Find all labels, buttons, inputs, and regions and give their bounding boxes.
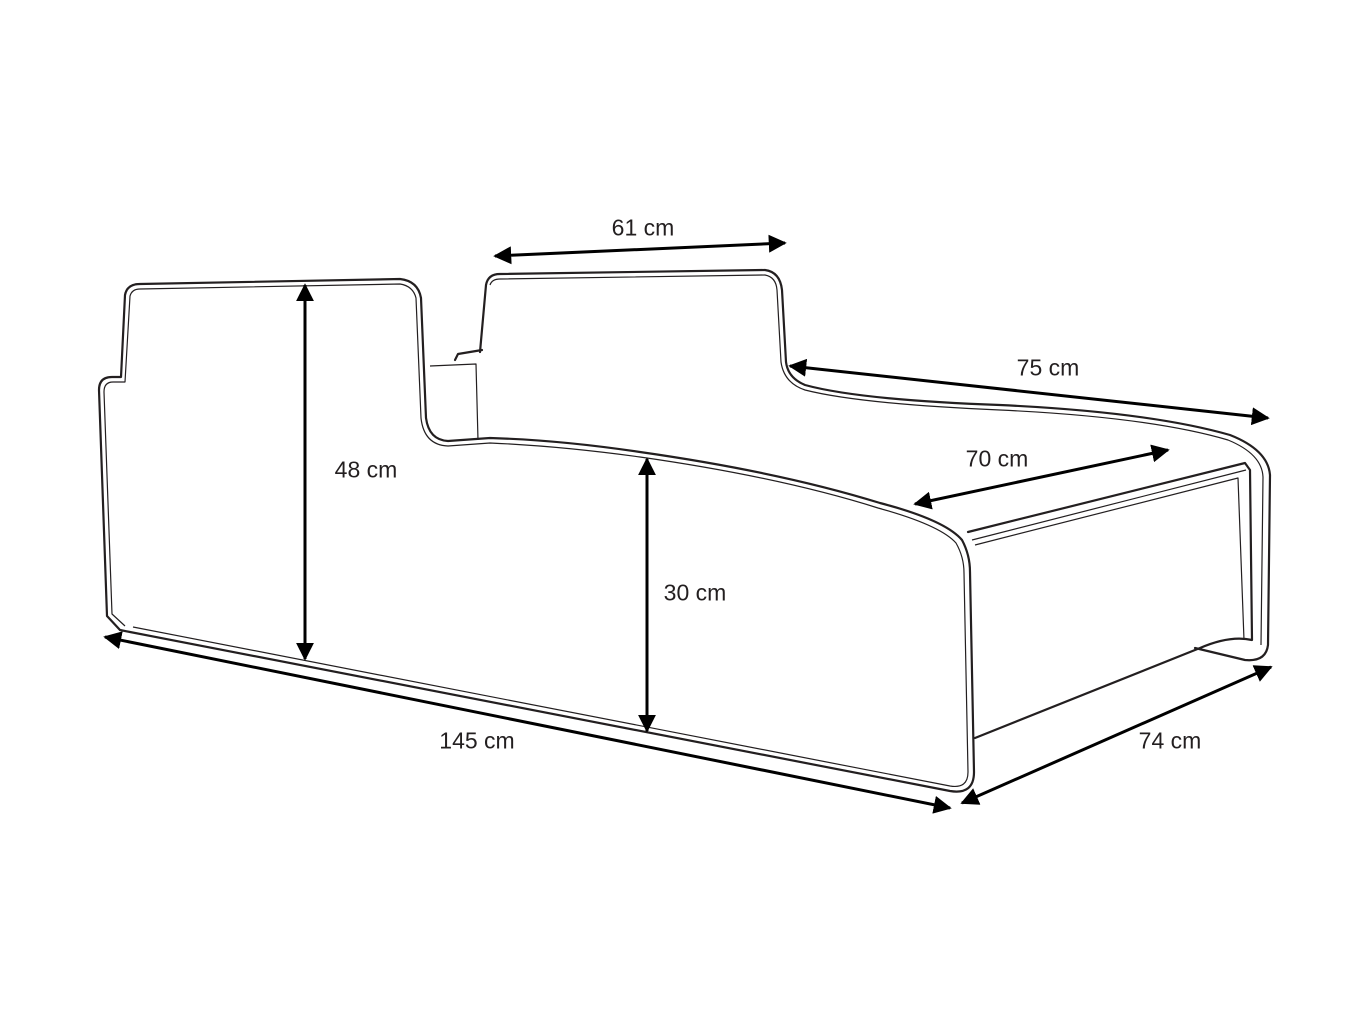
- dimension-label-48: 48 cm: [334, 456, 398, 483]
- bed-frame-front: [97, 277, 976, 793]
- arrow-70cm: [913, 444, 1170, 510]
- dimension-label-145: 145 cm: [439, 727, 515, 754]
- arrow-74cm: [960, 665, 1273, 805]
- arrow-61cm: [493, 234, 787, 265]
- arrow-145cm: [103, 631, 952, 814]
- back-rail: [429, 268, 1272, 662]
- dimension-label-30: 30 cm: [663, 579, 727, 606]
- dimension-label-75: 75 cm: [1016, 354, 1080, 381]
- arrow-75cm: [788, 358, 1270, 426]
- dimension-label-70: 70 cm: [965, 445, 1029, 472]
- mattress: [966, 461, 1254, 740]
- dimension-label-74: 74 cm: [1138, 727, 1202, 754]
- dimension-label-61: 61 cm: [611, 214, 675, 241]
